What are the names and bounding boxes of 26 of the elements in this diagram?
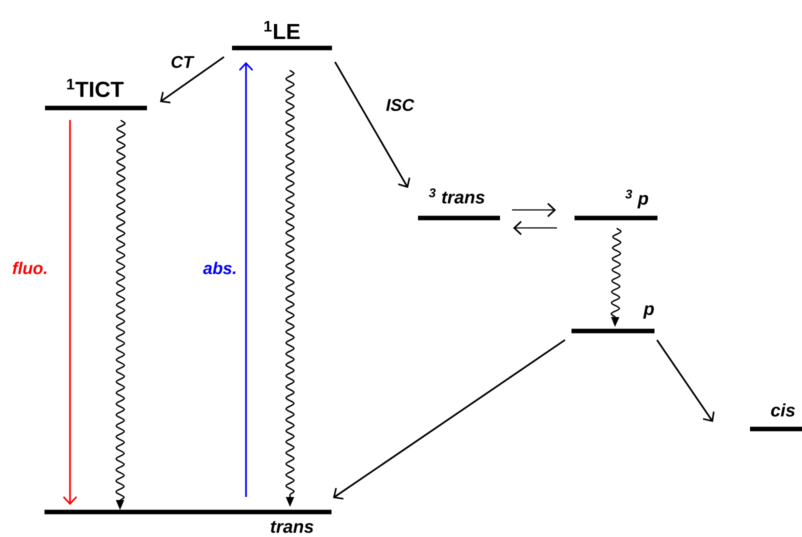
arrow: [656, 340, 715, 422]
energy-level: $^{1}$LE: [232, 20, 332, 50]
arrow: [160, 56, 224, 104]
node-label: $^{3}$ p: [625, 190, 648, 208]
node-label: trans: [270, 521, 314, 533]
edge-label: abs.: [203, 262, 236, 274]
energy-level: p: [572, 305, 654, 334]
node-label: $^{1}$TICT: [67, 78, 124, 98]
node-label: $^{3}$ trans: [428, 188, 485, 204]
arrow: [62, 120, 78, 505]
energy-level: cis: [750, 403, 802, 432]
arrow: [512, 202, 556, 218]
node-label: $^{1}$LE: [264, 20, 300, 40]
energy-level: $^{1}$TICT: [45, 78, 147, 110]
energy-level: trans: [44, 510, 332, 533]
energy-level: $^{3}$ trans: [418, 188, 500, 220]
edge-label: ISC: [386, 99, 414, 111]
arrow: [238, 62, 254, 497]
arrow: [333, 339, 566, 500]
edge-label: CT: [172, 56, 194, 68]
edge-label: fluo.: [12, 262, 46, 274]
energy-level: $^{3}$ p: [574, 190, 658, 220]
arrow: [513, 220, 557, 236]
node-label: cis: [771, 403, 795, 417]
node-label: p: [643, 305, 654, 319]
arrow: [334, 62, 410, 188]
